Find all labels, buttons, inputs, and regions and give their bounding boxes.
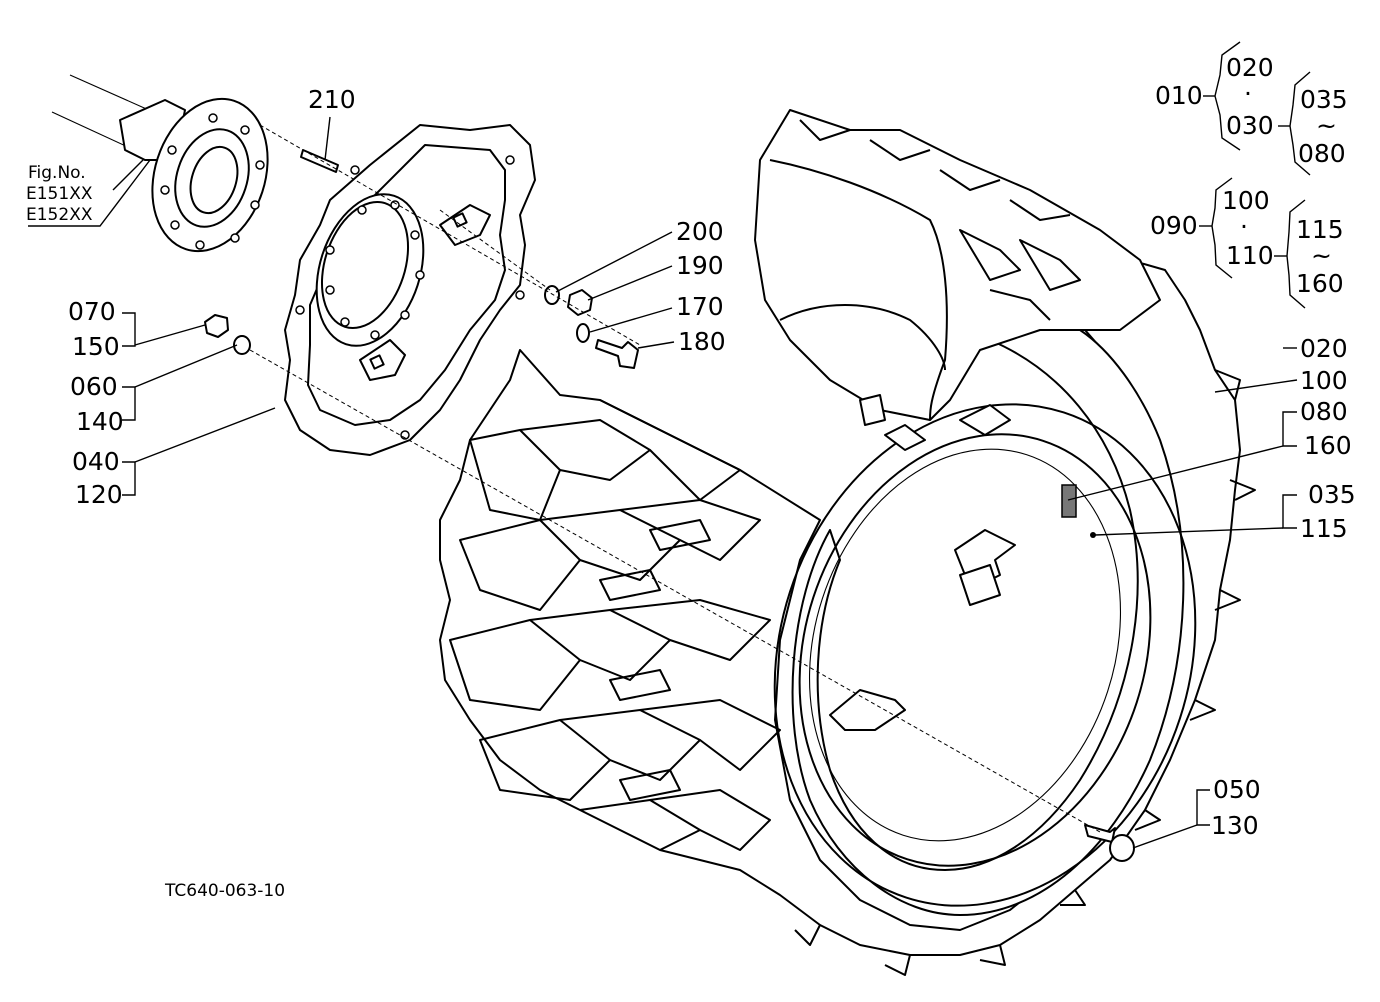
nut-070 [204, 314, 229, 338]
callout-210: 210 [308, 85, 356, 161]
tire-cutaway-section [754, 109, 1161, 421]
legend-group-090: 090 100 · 110 115 ~ 160 [1150, 177, 1344, 309]
svg-text:035: 035 [1308, 480, 1356, 509]
svg-text:010: 010 [1155, 81, 1203, 110]
callout-050-130: 050 130 [1132, 775, 1261, 849]
svg-text:115: 115 [1296, 215, 1344, 244]
svg-text:115: 115 [1300, 514, 1348, 543]
svg-text:150: 150 [72, 332, 120, 361]
rim-bracket-lower [829, 689, 906, 731]
fasteners [204, 149, 1135, 862]
svg-text:~: ~ [1316, 111, 1337, 140]
svg-text:020: 020 [1300, 334, 1348, 363]
svg-text:170: 170 [676, 292, 724, 321]
callout-200: 200 [555, 217, 724, 293]
svg-text:090: 090 [1150, 211, 1198, 240]
svg-text:~: ~ [1311, 241, 1332, 270]
svg-text:190: 190 [676, 251, 724, 280]
callout-040-120: 040 120 [72, 407, 276, 509]
svg-text:080: 080 [1298, 139, 1346, 168]
rim-outer [773, 403, 1197, 907]
rim [773, 394, 1197, 907]
spring-washer-170 [576, 323, 590, 343]
svg-text:050: 050 [1213, 775, 1261, 804]
svg-text:120: 120 [75, 480, 123, 509]
bolt-050 [1084, 824, 1116, 843]
washer-060 [233, 335, 251, 355]
figure-reference: Fig.No. E151XX E152XX [26, 159, 151, 227]
figure-code: TC640-063-10 [164, 881, 285, 901]
wheel-disc [284, 124, 536, 456]
svg-text:140: 140 [76, 407, 124, 436]
svg-text:100: 100 [1222, 186, 1270, 215]
figure-ref-line2: E151XX [26, 184, 93, 204]
callout-100-right: 100 [1214, 366, 1348, 395]
svg-text:160: 160 [1304, 431, 1352, 460]
callout-190: 190 [587, 251, 724, 301]
figure-ref-line1: Fig.No. [28, 163, 86, 183]
svg-text:180: 180 [678, 327, 726, 356]
valve-stem [884, 424, 926, 451]
svg-text:060: 060 [70, 372, 118, 401]
rim-bracket-top [959, 404, 1011, 436]
svg-text:100: 100 [1300, 366, 1348, 395]
callout-180: 180 [637, 327, 726, 356]
svg-text:030: 030 [1226, 111, 1274, 140]
assembly-axes [249, 124, 1101, 833]
callout-020-right: 020 [1283, 334, 1348, 363]
washer-200 [544, 285, 560, 305]
wheel-disc-center-hole [315, 193, 425, 347]
svg-text:110: 110 [1226, 241, 1274, 270]
axle-shaft [51, 74, 269, 253]
rim-inner [798, 433, 1152, 867]
svg-text:035: 035 [1300, 85, 1348, 114]
svg-text:·: · [1240, 212, 1248, 241]
svg-text:160: 160 [1296, 269, 1344, 298]
callout-035-115-right: 035 115 [1094, 480, 1356, 543]
figure-ref-line3: E152XX [26, 205, 93, 225]
svg-text:070: 070 [68, 297, 116, 326]
tire [439, 109, 1256, 976]
stud-bolt [300, 149, 339, 173]
bolt-180 [595, 339, 639, 369]
balance-weight [1061, 484, 1077, 518]
svg-text:200: 200 [676, 217, 724, 246]
svg-text:080: 080 [1300, 397, 1348, 426]
svg-text:020: 020 [1226, 53, 1274, 82]
nut-190 [567, 289, 593, 316]
callout-170: 170 [589, 292, 724, 333]
legend-group-010: 010 020 · 030 035 ~ 080 [1155, 41, 1348, 176]
svg-text:040: 040 [72, 447, 120, 476]
callout-060-140: 060 140 [70, 344, 238, 436]
callout-070-150: 070 150 [68, 297, 206, 361]
svg-text:210: 210 [308, 85, 356, 114]
svg-text:130: 130 [1211, 811, 1259, 840]
callout-080-160-right: 080 160 [1067, 397, 1352, 501]
svg-text:·: · [1244, 79, 1252, 108]
